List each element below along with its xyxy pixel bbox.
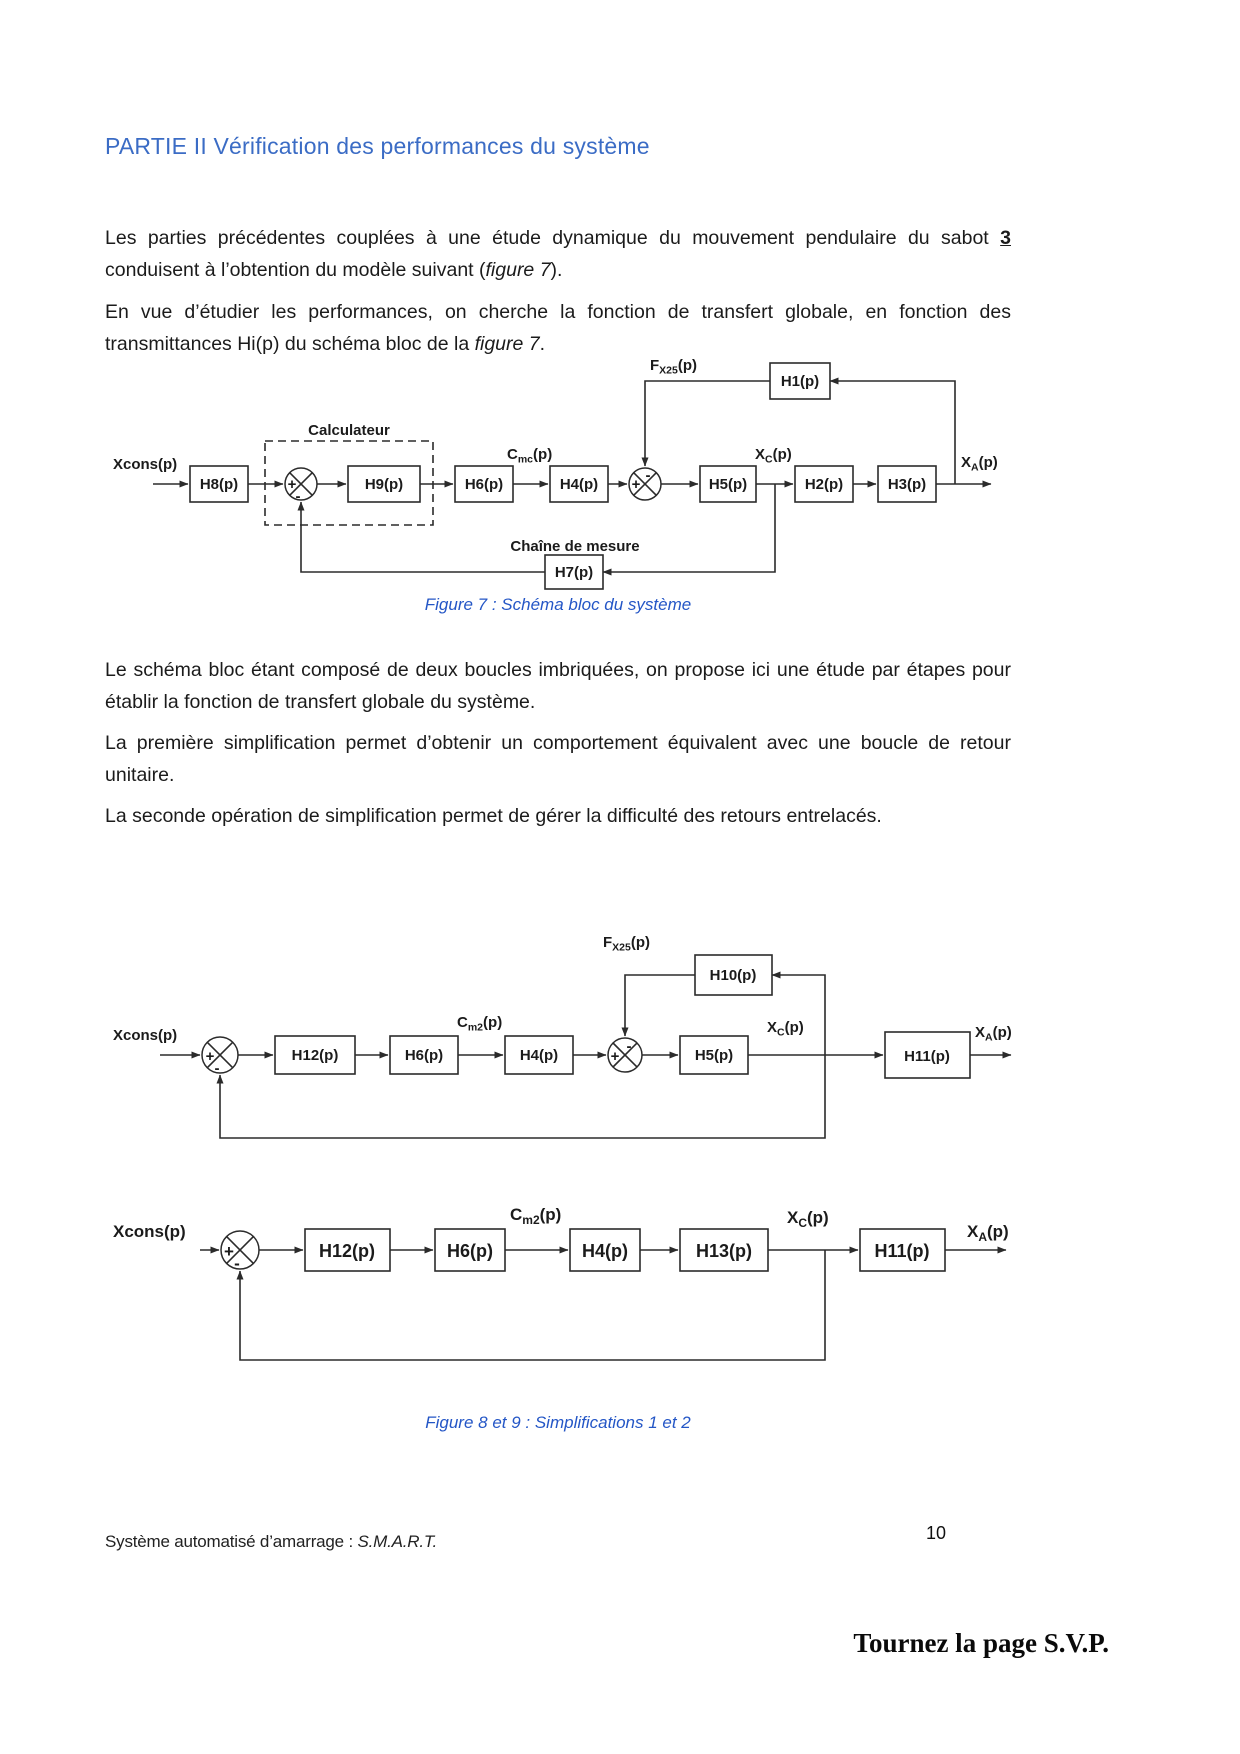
block-h7: H7(p) [544, 554, 604, 590]
block-h2: H2(p) [794, 465, 854, 503]
sum-junction: + - [220, 1230, 260, 1273]
footer-document-title: Système automatisé d’amarrage : S.M.A.R.… [105, 1532, 437, 1552]
figure8-block-diagram: + - + - H12(p) H6(p) H4(p) H5(p) H [113, 934, 1012, 1139]
signal-cm2: Cm2(p) [457, 1014, 502, 1034]
svg-text:H6(p): H6(p) [447, 1241, 493, 1261]
signal-xa: XA(p) [975, 1024, 1012, 1044]
connection-lines [160, 971, 1012, 1139]
block-h5: H5(p) [699, 465, 757, 503]
svg-text:H9(p): H9(p) [365, 476, 403, 493]
block-h12: H12(p) [304, 1228, 391, 1272]
sum-junction-1: + - [201, 1036, 239, 1077]
block-h4: H4(p) [504, 1035, 574, 1075]
minus-sign: - [215, 1060, 220, 1077]
page-title: PARTIE II Vérification des performances … [105, 133, 650, 159]
sum-junction-2: + - [607, 1037, 643, 1073]
page-number: 10 [926, 1523, 947, 1543]
svg-text:H3(p): H3(p) [888, 476, 926, 493]
svg-text:H6(p): H6(p) [405, 1047, 443, 1064]
svg-text:H5(p): H5(p) [709, 476, 747, 493]
block-h13: H13(p) [679, 1228, 769, 1272]
figure9-block-diagram: + - H12(p) H6(p) H4(p) H13(p) H11(p) Xco… [113, 1205, 1009, 1361]
sum-junction-1: + - [284, 467, 318, 505]
figure89-caption: Figure 8 et 9 : Simplifications 1 et 2 [425, 1413, 691, 1432]
paragraph-objective: En vue d’étudier les performances, on ch… [105, 296, 1011, 360]
paragraph-text: ). [550, 258, 563, 281]
sum-junction-2: + - [628, 467, 662, 501]
signal-cm2: Cm2(p) [510, 1205, 561, 1227]
block-h4: H4(p) [549, 465, 609, 503]
block-h6: H6(p) [454, 465, 514, 503]
block-h5: H5(p) [679, 1035, 749, 1075]
block-h6: H6(p) [389, 1035, 459, 1075]
svg-text:H1(p): H1(p) [781, 373, 819, 390]
plus-sign: + [206, 1048, 215, 1065]
signal-xa: XA(p) [967, 1222, 1009, 1244]
minus-sign: - [234, 1254, 240, 1273]
connection-lines [200, 1246, 1007, 1361]
block-h10: H10(p) [694, 954, 773, 996]
block-h11: H11(p) [884, 1031, 971, 1079]
plus-sign: + [224, 1242, 234, 1261]
svg-text:H12(p): H12(p) [292, 1047, 339, 1064]
paragraph-loops: Le schéma bloc étant composé de deux bou… [105, 658, 1011, 713]
figure7-reference: figure 7 [485, 258, 551, 281]
signal-xc: XC(p) [767, 1019, 804, 1039]
signal-cmc: Cmc(p) [507, 446, 552, 466]
paragraph-text: Les parties précédentes couplées à une é… [105, 226, 1001, 249]
svg-text:H10(p): H10(p) [710, 967, 757, 984]
footer-acronym: S.M.A.R.T. [357, 1532, 438, 1551]
block-h6: H6(p) [434, 1228, 506, 1272]
block-h1: H1(p) [769, 362, 831, 400]
footer-text: Système automatisé d’amarrage : [105, 1532, 358, 1551]
signal-fx25: FX25(p) [603, 934, 650, 954]
minus-sign: - [296, 488, 301, 505]
figure7-reference: figure 7 [474, 332, 540, 355]
signal-xcons: Xcons(p) [113, 1027, 177, 1044]
block-h9: H9(p) [347, 465, 421, 503]
signal-xc: XC(p) [787, 1208, 829, 1230]
paragraph-text: . [539, 332, 546, 355]
block-h12: H12(p) [274, 1035, 356, 1075]
minus-sign: - [627, 1038, 632, 1055]
chaine-de-mesure-label: Chaîne de mesure [510, 538, 639, 555]
svg-text:H13(p): H13(p) [696, 1241, 752, 1261]
block-h4: H4(p) [569, 1228, 641, 1272]
paragraph-second-simplification: La seconde opération de simplification p… [105, 804, 882, 827]
figure7-caption: Figure 7 : Schéma bloc du système [424, 595, 692, 614]
minus-sign: - [646, 467, 651, 484]
plus-sign: + [288, 476, 297, 493]
reference-3: 3 [1000, 226, 1011, 249]
svg-text:H4(p): H4(p) [582, 1241, 628, 1261]
signal-xcons: Xcons(p) [113, 456, 177, 473]
svg-text:H4(p): H4(p) [520, 1047, 558, 1064]
plus-sign: + [632, 476, 641, 493]
paragraph-first-simplification: La première simplification permet d’obte… [105, 731, 1011, 786]
signal-xc: XC(p) [755, 446, 792, 466]
paragraph-text: En vue d’étudier les performances, on ch… [105, 300, 1011, 355]
signal-xa: XA(p) [961, 454, 998, 474]
svg-text:H5(p): H5(p) [695, 1047, 733, 1064]
svg-text:H12(p): H12(p) [319, 1241, 375, 1261]
block-h8: H8(p) [189, 465, 249, 503]
calculateur-label: Calculateur [308, 422, 390, 439]
paragraph-intro: Les parties précédentes couplées à une é… [105, 222, 1011, 286]
turn-page-notice: Tournez la page S.V.P. [853, 1628, 1109, 1658]
signal-fx25: FX25(p) [650, 357, 697, 377]
calculateur-box [264, 440, 434, 526]
plus-sign: + [611, 1048, 620, 1065]
svg-text:H11(p): H11(p) [904, 1048, 950, 1065]
svg-text:H8(p): H8(p) [200, 476, 238, 493]
block-h3: H3(p) [877, 465, 937, 503]
svg-text:H4(p): H4(p) [560, 476, 598, 493]
svg-text:H7(p): H7(p) [555, 564, 593, 581]
svg-text:H2(p): H2(p) [805, 476, 843, 493]
paragraph-text: conduisent à l’obtention du modèle suiva… [105, 258, 486, 281]
block-h11: H11(p) [859, 1228, 946, 1272]
figure7-block-diagram: Calculateur + - + - H8(p) H9(p) H6(p) [113, 357, 998, 590]
svg-text:H6(p): H6(p) [465, 476, 503, 493]
svg-text:H11(p): H11(p) [874, 1241, 929, 1261]
signal-xcons: Xcons(p) [113, 1222, 186, 1241]
